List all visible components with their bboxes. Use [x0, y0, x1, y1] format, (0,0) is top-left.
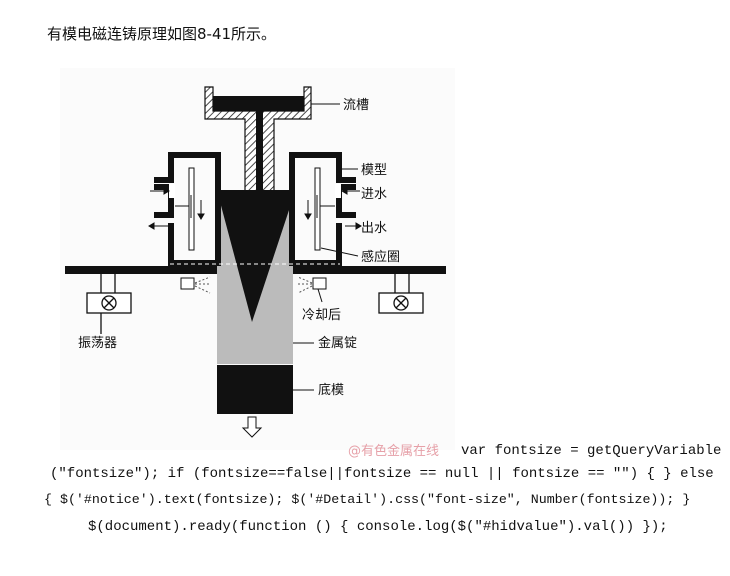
- watermark: @有色金属在线: [348, 444, 440, 459]
- label-water-out: 出水: [361, 221, 387, 236]
- page-title: 有模电磁连铸原理如图8-41所示。: [47, 25, 277, 43]
- code-line-2: ("fontsize"); if (fontsize==false||fonts…: [50, 466, 714, 482]
- code-line-3: { $('#notice').text(fontsize); $('#Detai…: [44, 492, 691, 507]
- down-arrow-icon: [241, 416, 263, 438]
- label-trough: 流槽: [343, 98, 369, 113]
- label-bottom-mold: 底模: [318, 382, 344, 398]
- oscillator-left: [86, 274, 132, 334]
- bottom-mold: [217, 365, 293, 414]
- trough: [204, 86, 312, 199]
- label-coil: 感应圈: [361, 249, 400, 265]
- label-mold: 模型: [361, 163, 387, 178]
- cooler-right: [312, 277, 327, 290]
- label-ingot: 金属锭: [318, 335, 357, 351]
- base-plate: [65, 266, 217, 274]
- electromagnetic-casting-diagram: 流槽 模型 进水 出水 感应圈 冷却后 振荡器 金属锭 底模: [65, 86, 446, 438]
- label-oscillator: 振荡器: [78, 336, 117, 351]
- code-line-1: var fontsize = getQueryVariable: [461, 443, 722, 459]
- code-line-4: $(document).ready(function () { console.…: [88, 519, 668, 535]
- oscillator-right: [378, 274, 424, 314]
- label-cooling: 冷却后: [302, 308, 341, 323]
- cooler-left: [180, 277, 195, 290]
- label-water-in: 进水: [361, 187, 387, 202]
